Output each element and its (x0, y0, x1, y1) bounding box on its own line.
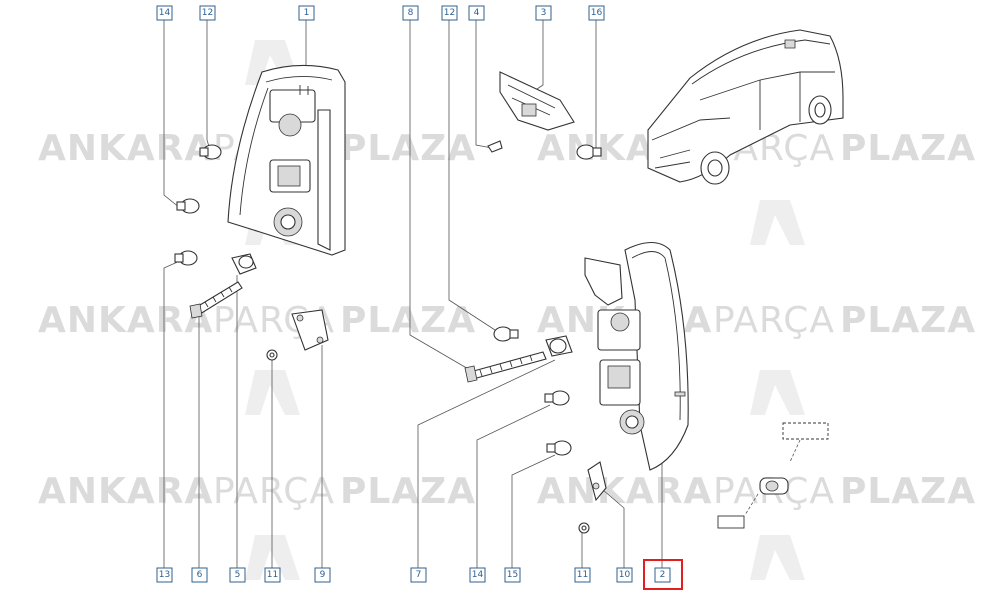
bulb-icon (176, 198, 200, 214)
callout-label: 12 (199, 5, 216, 21)
watermark-text: PLAZA (840, 128, 976, 169)
bulb-icon (576, 144, 602, 160)
callout-label: 1 (298, 5, 315, 21)
svg-text:8: 8 (408, 8, 414, 18)
callout-label: 6 (191, 567, 208, 583)
callout-label: 8 (402, 5, 419, 21)
watermark-text: PLAZA (340, 300, 476, 341)
nut-icon (578, 522, 590, 534)
bulb-icon (199, 144, 222, 160)
bulb-icon (544, 390, 570, 406)
bottom-callouts: 13 6 5 11 9 7 14 15 (156, 567, 671, 583)
svg-text:7: 7 (416, 570, 422, 580)
svg-text:9: 9 (320, 570, 326, 580)
svg-text:1: 1 (304, 8, 310, 18)
svg-text:16: 16 (591, 8, 603, 18)
callout-label: 9 (314, 567, 331, 583)
svg-text:11: 11 (267, 570, 278, 580)
callout-label: 10 (616, 567, 633, 583)
watermark-text: ANKARA (38, 471, 213, 512)
svg-text:14: 14 (159, 8, 171, 18)
svg-text:12: 12 (444, 8, 455, 18)
callout-label: 12 (441, 5, 458, 21)
callout-label: 11 (264, 567, 281, 583)
bulb-detail-inset (717, 422, 829, 529)
svg-text:13: 13 (159, 570, 170, 580)
svg-text:4: 4 (474, 8, 480, 18)
callout-label: 11 (574, 567, 591, 583)
svg-text:3: 3 (541, 8, 547, 18)
screw-icon (487, 140, 503, 153)
screw-icon (464, 351, 547, 383)
watermark-text: PLAZA (840, 300, 976, 341)
callout-label: 5 (229, 567, 246, 583)
svg-text:6: 6 (197, 570, 203, 580)
bulb-icon (174, 250, 198, 266)
screw-icon (189, 281, 243, 319)
watermark-text: PLAZA (340, 471, 476, 512)
callout-label: 14 (469, 567, 486, 583)
callout-label: 7 (410, 567, 427, 583)
svg-text:10: 10 (619, 570, 631, 580)
callout-label: 16 (588, 5, 605, 21)
callout-label: 13 (156, 567, 173, 583)
svg-text:14: 14 (472, 570, 484, 580)
bulb-holder-icon (231, 253, 257, 275)
svg-text:15: 15 (507, 570, 518, 580)
gasket-plate-icon (291, 309, 329, 351)
right-tail-lamp (584, 241, 689, 471)
svg-text:11: 11 (577, 570, 588, 580)
top-callouts: 14 12 1 8 12 4 3 16 (156, 5, 605, 21)
callout-label: 2 (654, 567, 671, 583)
watermark-text: ANKARA (38, 128, 213, 169)
bulb-icon (493, 326, 519, 342)
watermark-text: PARÇA (713, 300, 835, 341)
left-tail-lamp (227, 64, 346, 256)
watermark-text: PARÇA (213, 471, 335, 512)
highlight-box (643, 559, 683, 590)
watermark-text: ANKARA (38, 300, 213, 341)
callout-label: 3 (535, 5, 552, 21)
car-illustration (647, 29, 844, 185)
bulb-holder-icon (545, 335, 573, 357)
bracket-icon (499, 71, 575, 131)
nut-icon (266, 349, 278, 361)
svg-text:2: 2 (660, 570, 666, 580)
svg-text:12: 12 (202, 8, 213, 18)
watermark-layer: ANKARA PARÇA PLAZA ANKARA PARÇA PLAZA AN… (38, 40, 976, 580)
callout-label: 15 (504, 567, 521, 583)
callout-label: 14 (156, 5, 173, 21)
watermark-text: ANKARA (537, 471, 712, 512)
callout-label: 4 (468, 5, 485, 21)
gasket-plate-icon (587, 461, 607, 502)
watermark-text: PLAZA (840, 471, 976, 512)
bulb-icon (546, 440, 572, 456)
svg-text:5: 5 (235, 570, 241, 580)
watermark-text: PLAZA (340, 128, 476, 169)
